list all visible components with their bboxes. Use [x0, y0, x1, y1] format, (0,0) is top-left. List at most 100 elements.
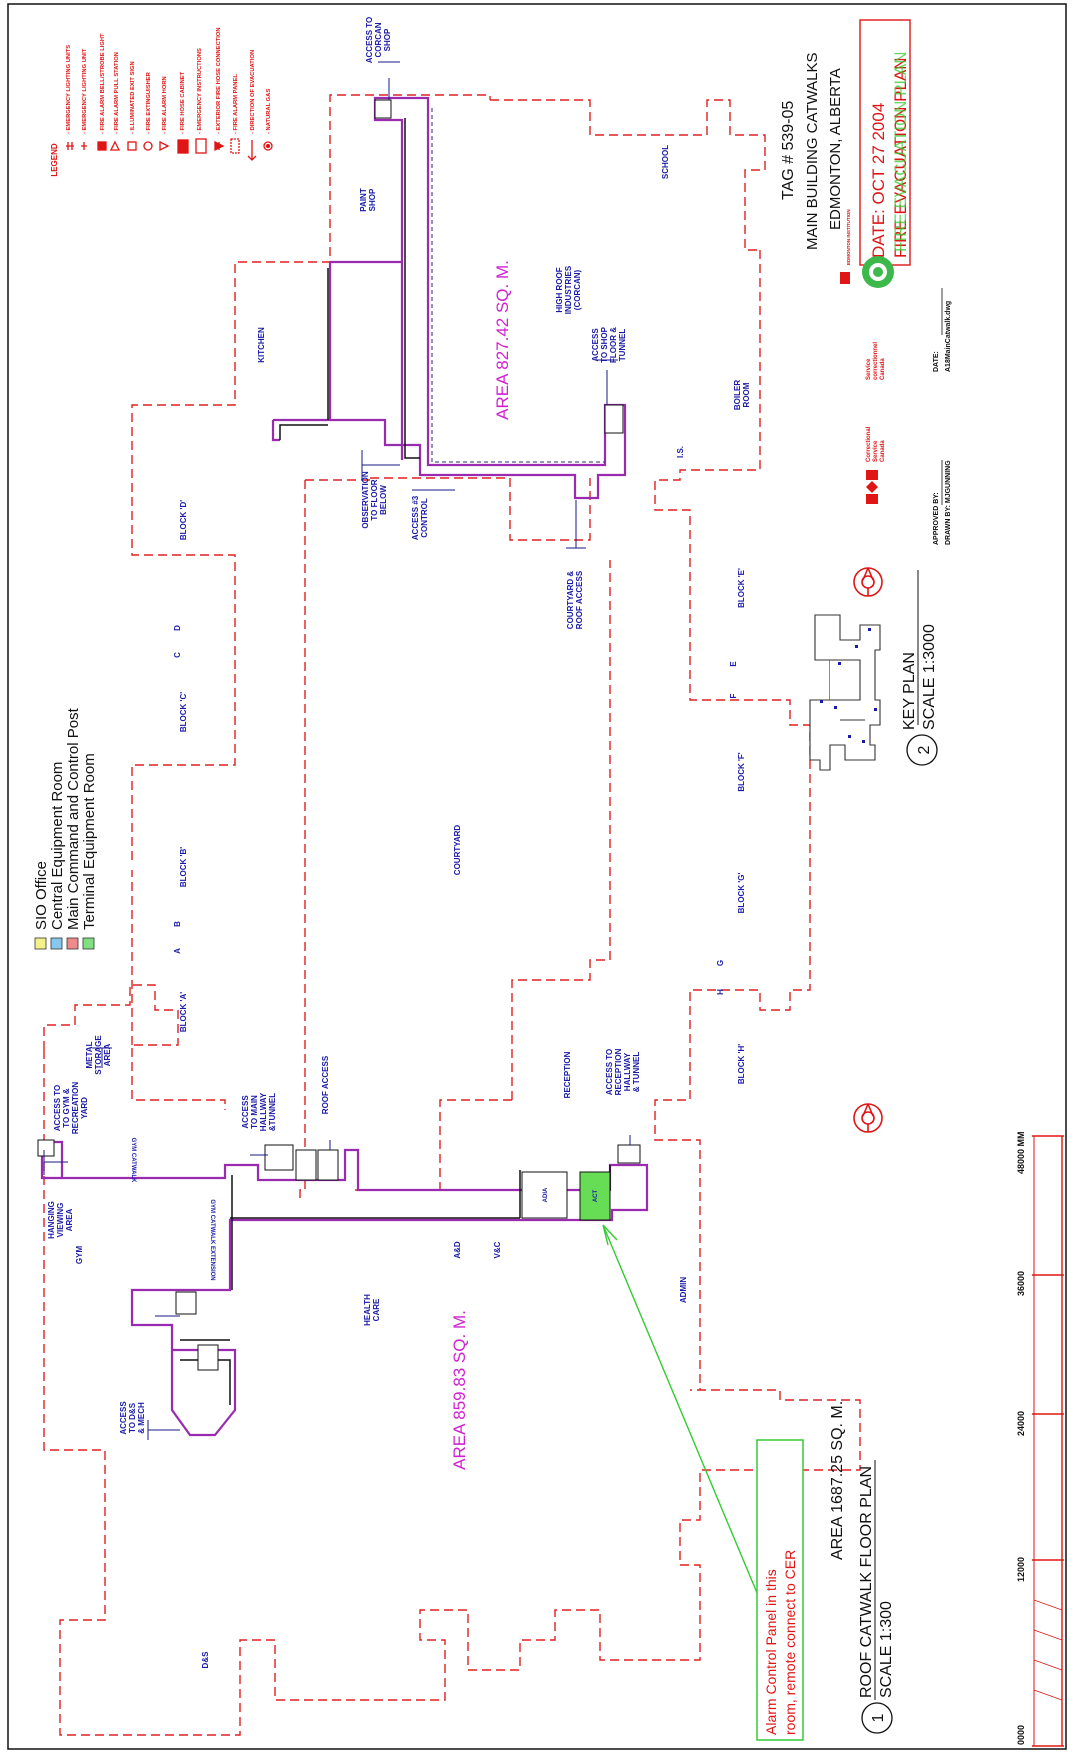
room-access-corcan: ACCESS TOCORCANSHOP [365, 17, 392, 64]
approved-by: APPROVED BY: [933, 492, 940, 545]
fire-legend-item: - DIRECTION OF EVACUATION [250, 50, 256, 134]
room-block-b: BLOCK 'B' [179, 847, 188, 887]
flag-icon [840, 272, 850, 284]
alarm-callout: Alarm Control Panel in this room, remote… [756, 1439, 804, 1741]
title-tag: TAG # 539-05 [780, 101, 797, 200]
fire-legend-title: LEGEND [50, 143, 59, 177]
upper-dashed-inner [431, 108, 605, 463]
north-arrow-icon [853, 1103, 883, 1133]
room-gym-catwalk-ext: GYM CATWALK EXTENSION [209, 1199, 215, 1280]
fire-legend-item: - EMERGENCY LIGHTING UNITS [66, 45, 72, 134]
room-courtyard: COURTYARD [453, 825, 462, 876]
legend-cer-label: Central Equipment Room [49, 762, 66, 930]
key-plan-marks [820, 628, 877, 743]
fire-legend-item: - FIRE ALARM PANEL [233, 74, 239, 134]
legend-ter-label: Terminal Equipment Room [81, 753, 98, 930]
room-access-shop: ACCESSTO SHOPFLOOR &TUNNEL [591, 326, 627, 363]
letter-a: A [173, 948, 182, 954]
room-access-main: ACCESSTO MAINHALLWAY&TUNNEL [241, 1092, 277, 1131]
swatch-ter [82, 937, 95, 950]
room-block-h: BLOCK 'H' [737, 1044, 746, 1084]
letter-h: H [716, 989, 725, 995]
institution-text: EDMONTON INSTITUTION [846, 209, 851, 265]
room-block-a: BLOCK 'A' [179, 992, 188, 1032]
title-block: TAG # 539-05 MAIN BUILDING CATWALKS EDMO… [780, 19, 952, 545]
fire-legend-icons [66, 138, 273, 161]
key-plan: 2 KEY PLAN SCALE 1:3000 [809, 567, 938, 771]
catwalk-route [40, 96, 649, 1437]
csc-en-text: CorrectionalServiceCanada [866, 426, 886, 462]
north-arrow-icon [853, 567, 883, 597]
title-line1: MAIN BUILDING CATWALKS [804, 52, 821, 250]
room-block-d: BLOCK 'D' [179, 500, 188, 540]
key-plan-number: 2 [916, 745, 933, 754]
room-courtyard-roof: COURTYARD &ROOF ACCESS [566, 570, 584, 629]
room-admin: ADMIN [679, 1277, 688, 1303]
fire-legend: LEGEND - EMERGENCY LIGHTING UNITS - EMER… [50, 27, 273, 177]
drawn-by: DRAWN BY: MJGUNNING [945, 460, 952, 545]
room-amd: A&D [453, 1241, 462, 1259]
room-act: ACT [593, 1190, 599, 1203]
sheet-border [7, 3, 1067, 1750]
area-total-label: AREA 1687.25 SQ. M. [829, 1401, 846, 1560]
callout-box [756, 1439, 804, 1741]
letter-f: F [729, 693, 738, 698]
csc-logo: CorrectionalServiceCanada Servicecorrect… [866, 342, 886, 504]
act-room [579, 1171, 611, 1221]
key-plan-number-circle [906, 734, 938, 766]
room-access-ds: ACCESSTO D&S& MECH [119, 1401, 146, 1435]
letter-c: C [173, 652, 182, 658]
fire-legend-item: - EMERGENCY LIGHTING UNIT [82, 48, 88, 134]
letter-e: E [729, 661, 738, 667]
fire-legend-items: - EMERGENCY LIGHTING UNITS - EMERGENCY L… [66, 27, 272, 134]
scale-tick-3: 36000 [1016, 1271, 1026, 1296]
room-block-f: BLOCK 'F' [737, 752, 746, 791]
fire-legend-item: - FIRE ALARM BELL/STROBE LIGHT [100, 33, 106, 134]
title-date: DATE: OCT 27 2004 [869, 103, 888, 258]
fire-legend-item: - EXTERIOR FIRE HOSE CONNECTION [216, 27, 222, 134]
title-plan-red: FIRE EVACUATION PLAN [891, 57, 910, 258]
area-upper-label: AREA 827.42 SQ. M. [493, 260, 512, 420]
building-outline-red [43, 94, 861, 1736]
scale-bar: 0000 12000 24000 36000 48000 MM [1016, 1131, 1064, 1747]
room-metal-storage: METALSTORAGEAREA [85, 1035, 112, 1075]
title-line2: EDMONTON, ALBERTA [827, 68, 844, 230]
date-label: DATE: [933, 351, 940, 372]
callout-arrow [602, 1224, 761, 1601]
fire-legend-item: - FIRE ALARM PULL STATION [114, 52, 120, 134]
room-school: SCHOOL [661, 145, 670, 179]
swatch-cer [50, 937, 63, 950]
letter-g: G [716, 960, 725, 966]
room-boiler: BOILERROOM [733, 380, 751, 410]
area-lower-label: AREA 859.83 SQ. M. [450, 1310, 469, 1470]
room-ds: D&S [201, 1651, 210, 1669]
swatch-sio [34, 937, 47, 950]
room-is: I.S. [676, 446, 685, 458]
scale-tick-2: 24000 [1016, 1411, 1026, 1436]
institution-logo: EDMONTON INSTITUTION [840, 209, 894, 288]
scale-tick-1: 12000 [1016, 1557, 1026, 1582]
plan1-number-circle [861, 1702, 893, 1734]
fire-legend-item: - FIRE EXTINGUISHER [146, 71, 152, 134]
key-plan-title: KEY PLAN [901, 652, 918, 730]
color-legend: SIO Office Central Equipment Room Main C… [33, 707, 98, 950]
file-name: A18MainCatwalk.dwg [945, 301, 952, 372]
access-leaders [43, 61, 631, 1440]
room-block-c: BLOCK 'C' [179, 692, 188, 732]
key-plan-scale: SCALE 1:3000 [921, 624, 938, 730]
csc-fr-text: ServicecorrectionnelCanada [866, 342, 886, 380]
plan1-title: AREA 1687.25 SQ. M. 1 ROOF CATWALK FLOOR… [829, 1103, 895, 1734]
plan1-scale: SCALE 1:300 [878, 1601, 895, 1698]
plan1-title-text: ROOF CATWALK FLOOR PLAN [858, 1466, 875, 1698]
room-block-e: BLOCK 'E' [737, 568, 746, 608]
title-plan-green: FIRE EVACUATION PLAN [891, 51, 910, 252]
callout-line2: room, remote connect to CER [782, 1550, 798, 1735]
room-vnc: V&C [493, 1241, 502, 1258]
room-paint-shop: PAINTSHOP [359, 188, 377, 212]
room-access-gym: ACCESS TOTO GYM &RECREATIONYARD [53, 1082, 89, 1135]
room-roof-access: ROOF ACCESS [321, 1055, 330, 1114]
swatch-mccp [66, 937, 79, 950]
scale-tick-4: 48000 MM [1016, 1131, 1026, 1174]
room-reception: RECEPTION [563, 1051, 572, 1098]
